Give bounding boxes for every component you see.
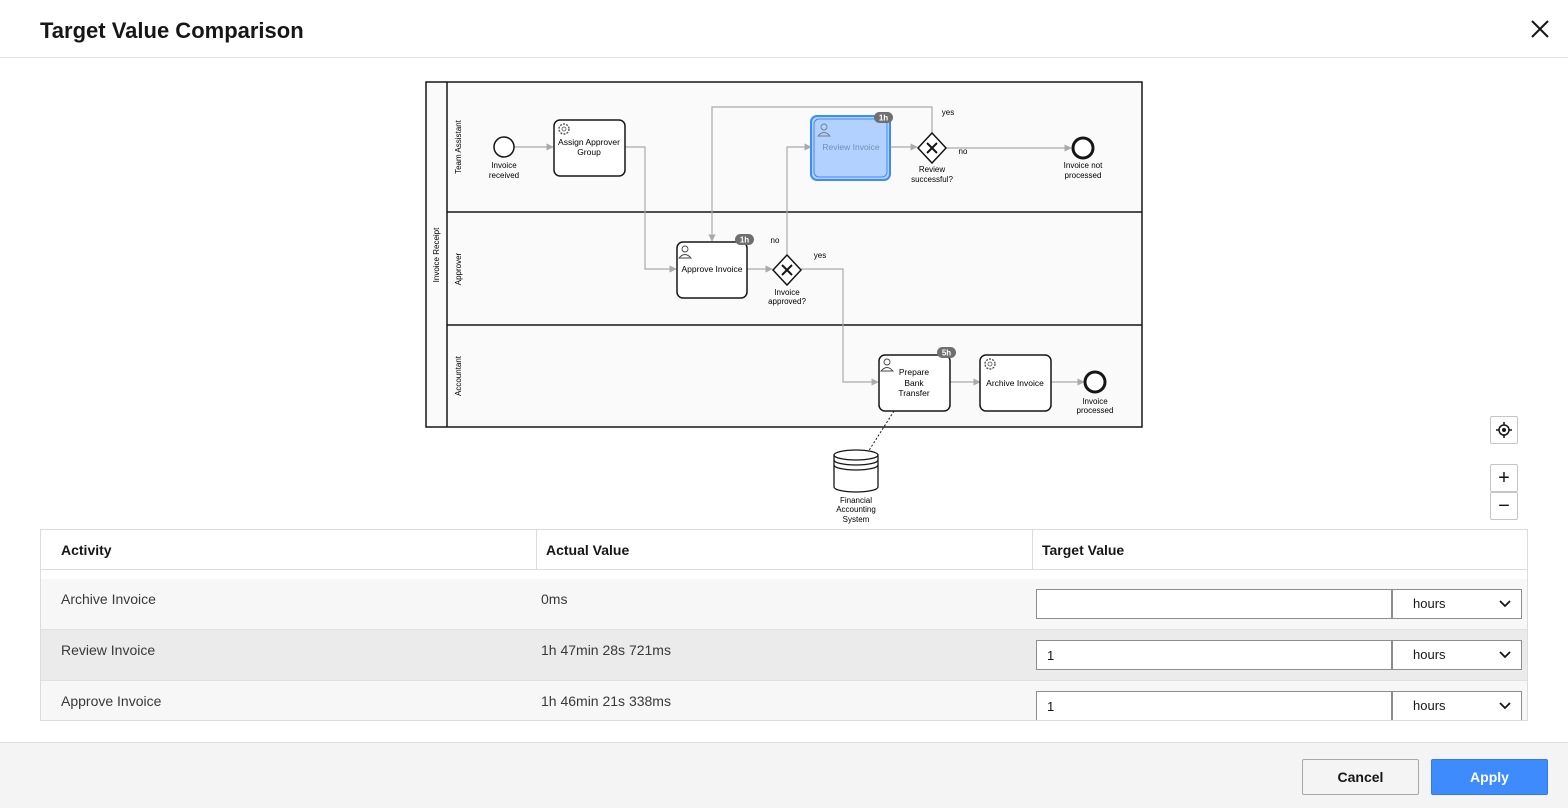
task-label: Group bbox=[577, 147, 601, 157]
activity-cell: Approve Invoice bbox=[61, 693, 162, 709]
unit-select-value: hours bbox=[1413, 698, 1446, 713]
gear-icon bbox=[558, 123, 570, 135]
column-header-target-value[interactable]: Target Value bbox=[1042, 542, 1125, 558]
task-archive-invoice[interactable] bbox=[979, 354, 1052, 412]
column-header-activity[interactable]: Activity bbox=[61, 542, 112, 558]
task-prepare-bank-transfer[interactable] bbox=[878, 354, 951, 412]
duration-badge bbox=[735, 234, 754, 245]
task-approve-invoice[interactable] bbox=[676, 241, 748, 299]
task-review-invoice[interactable] bbox=[810, 115, 891, 181]
task-label: Transfer bbox=[898, 388, 930, 398]
target-value-input[interactable] bbox=[1036, 589, 1392, 619]
target-value-input[interactable] bbox=[1036, 640, 1392, 670]
plus-icon[interactable]: + bbox=[1490, 464, 1518, 492]
chevron-down-icon bbox=[1499, 590, 1511, 628]
lane-label: Accountant bbox=[454, 355, 463, 396]
data-store-label: Accounting bbox=[836, 505, 876, 514]
close-icon[interactable] bbox=[1526, 15, 1554, 43]
target-value-input[interactable] bbox=[1036, 691, 1392, 720]
table-header: Activity Actual Value Target Value bbox=[41, 530, 1527, 570]
table-row: Review Invoice 1h 47min 28s 721ms hours bbox=[41, 630, 1527, 681]
duration-badge-label: 1h bbox=[879, 114, 888, 123]
unit-select-value: hours bbox=[1413, 647, 1446, 662]
column-header-actual-value[interactable]: Actual Value bbox=[546, 542, 630, 558]
user-icon bbox=[678, 245, 692, 259]
cancel-button[interactable]: Cancel bbox=[1302, 759, 1419, 795]
task-label: Archive Invoice bbox=[986, 378, 1044, 388]
task-label: Assign Approver bbox=[558, 137, 620, 147]
duration-badge-label: 1h bbox=[740, 236, 749, 245]
end-event-not-processed[interactable] bbox=[1071, 136, 1095, 160]
sequence-flows bbox=[514, 106, 1085, 386]
user-icon bbox=[880, 358, 894, 372]
apply-button[interactable]: Apply bbox=[1431, 759, 1548, 795]
chevron-down-icon bbox=[1499, 692, 1511, 720]
event-label: Invoice bbox=[491, 161, 517, 170]
chevron-down-icon bbox=[1499, 641, 1511, 679]
task-label: Prepare bbox=[899, 367, 930, 377]
dialog-footer: Cancel Apply bbox=[0, 742, 1568, 808]
flow-label-no: no bbox=[959, 147, 968, 156]
end-event-processed[interactable] bbox=[1083, 370, 1107, 394]
dialog-header: Target Value Comparison bbox=[0, 0, 1568, 58]
data-store-icon[interactable] bbox=[833, 449, 879, 493]
target-value-table: Activity Actual Value Target Value Archi… bbox=[40, 529, 1528, 721]
dialog-title: Target Value Comparison bbox=[40, 18, 304, 43]
actual-value-cell: 0ms bbox=[541, 591, 568, 607]
event-label: processed bbox=[1065, 171, 1102, 180]
gateway-label: Review bbox=[919, 165, 945, 174]
gateway-label: successful? bbox=[911, 175, 953, 184]
task-label: Bank bbox=[904, 378, 924, 388]
table-row: Approve Invoice 1h 46min 21s 338ms hours bbox=[41, 681, 1527, 720]
duration-badge-label: 5h bbox=[942, 349, 951, 358]
crosshair-icon[interactable] bbox=[1490, 416, 1518, 444]
table-row: Archive Invoice 0ms hours bbox=[41, 579, 1527, 630]
data-store-label: System bbox=[843, 515, 870, 524]
gear-icon bbox=[984, 358, 996, 370]
unit-select-value: hours bbox=[1413, 596, 1446, 611]
event-label: Invoice bbox=[1082, 397, 1108, 406]
flow-label-yes: yes bbox=[942, 108, 954, 117]
task-label: Review Invoice bbox=[822, 142, 879, 152]
gateway-label: approved? bbox=[768, 297, 806, 306]
user-icon bbox=[817, 123, 831, 137]
event-label: received bbox=[489, 171, 519, 180]
activity-cell: Review Invoice bbox=[61, 642, 156, 658]
unit-select[interactable]: hours bbox=[1392, 589, 1522, 619]
gateway-label: Invoice bbox=[774, 288, 800, 297]
event-label: processed bbox=[1077, 406, 1114, 415]
unit-select[interactable]: hours bbox=[1392, 640, 1522, 670]
lane-label: Approver bbox=[454, 252, 463, 285]
actual-value-cell: 1h 46min 21s 338ms bbox=[541, 693, 671, 709]
task-assign-approver-group[interactable] bbox=[553, 119, 626, 177]
bpmn-diagram: Invoice Receipt Team Assistant Approver … bbox=[425, 81, 1143, 524]
activity-cell: Archive Invoice bbox=[61, 591, 156, 607]
start-event[interactable] bbox=[493, 136, 515, 158]
duration-badge bbox=[937, 347, 956, 358]
duration-badge bbox=[874, 112, 893, 123]
actual-value-cell: 1h 47min 28s 721ms bbox=[541, 642, 671, 658]
pool-label: Invoice Receipt bbox=[432, 227, 441, 282]
event-label: Invoice not bbox=[1064, 161, 1103, 170]
task-label: Approve Invoice bbox=[682, 264, 743, 274]
flow-label-no: no bbox=[771, 236, 780, 245]
flow-label-yes: yes bbox=[814, 251, 826, 260]
unit-select[interactable]: hours bbox=[1392, 691, 1522, 720]
minus-icon[interactable]: − bbox=[1490, 492, 1518, 520]
data-store-label: Financial bbox=[840, 496, 872, 505]
lane-label: Team Assistant bbox=[454, 119, 463, 174]
